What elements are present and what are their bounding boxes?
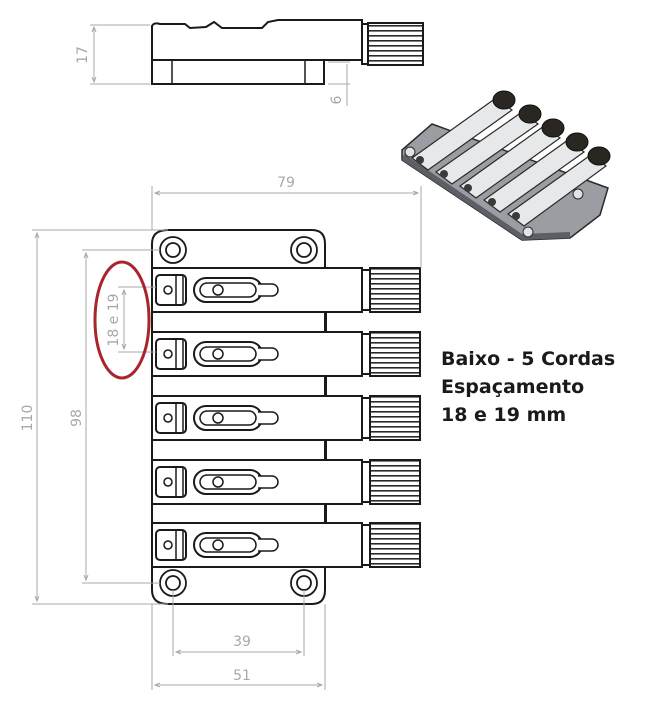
tuner-2 — [151, 331, 421, 377]
dim-hole-span-horizontal: 39 — [233, 634, 251, 650]
dim-overall-height: 110 — [20, 405, 36, 432]
caption-block: Baixo - 5 Cordas Espaçamento 18 e 19 mm — [441, 345, 615, 429]
side-view: 17 6 — [75, 19, 424, 106]
dim-plate-width: 51 — [233, 668, 251, 684]
tuner-5 — [151, 522, 421, 568]
caption-spacing-label: Espaçamento — [441, 376, 585, 398]
dim-hole-span-vertical: 98 — [69, 409, 85, 427]
tuner-4 — [151, 459, 421, 505]
caption-spacing-value: 18 e 19 mm — [441, 404, 567, 426]
dim-side-height: 17 — [75, 46, 91, 64]
tuner-1 — [151, 267, 421, 313]
isometric-view — [401, 90, 611, 241]
plan-view — [151, 229, 421, 605]
dim-side-base: 6 — [329, 95, 345, 104]
dim-overall-length: 79 — [277, 175, 295, 191]
tuner-3 — [151, 395, 421, 441]
caption-title: Baixo - 5 Cordas — [441, 348, 616, 370]
dim-string-spacing: 18 e 19 — [106, 293, 122, 346]
highlight-ellipse — [93, 260, 151, 380]
dimension-lines — [32, 186, 422, 690]
